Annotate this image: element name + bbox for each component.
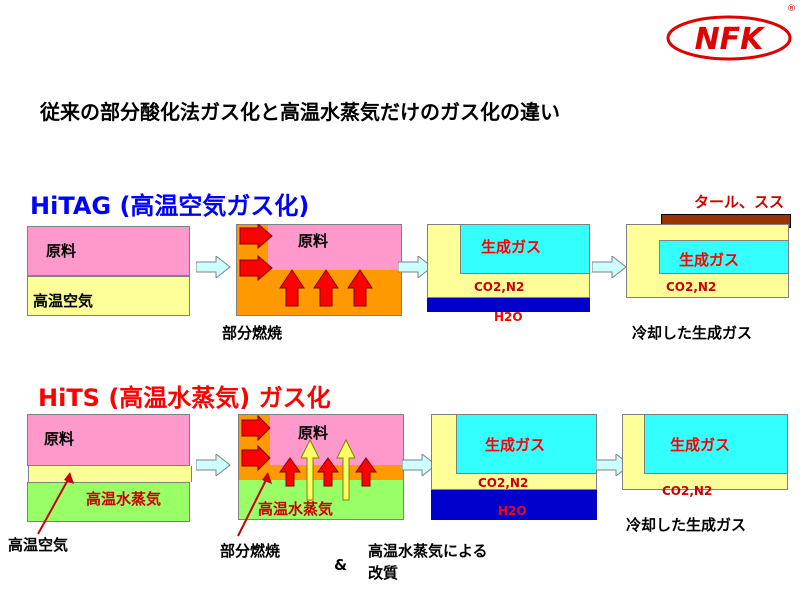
hits-steam-arrow-up-2 — [336, 438, 356, 501]
hits-flame-arrow-up-3 — [355, 457, 377, 487]
hits-gas-box — [456, 414, 597, 474]
hits-h2o-label: H2O — [498, 504, 527, 518]
hitag-h2o-label: H2O — [494, 310, 523, 324]
hits-steam-arrow-up-1 — [300, 438, 320, 501]
hitag-flame-arrow-up-3 — [347, 269, 373, 307]
hitag-partial-combustion-label: 部分燃焼 — [222, 324, 283, 342]
hits-flame-arrow-right-1 — [241, 414, 271, 442]
hits-flow-arrow-1 — [196, 454, 231, 476]
hits-raw-box — [27, 414, 190, 466]
hitag-cooled-co2n2-label: CO2,N2 — [666, 280, 717, 294]
hitag-co2n2-label: CO2,N2 — [474, 280, 525, 294]
hits-air-pointer — [37, 472, 74, 535]
nfk-logo: NFK ® — [666, 4, 796, 62]
hits-reactor-steam-label: 高温水蒸気 — [258, 500, 334, 518]
hitag-reactor-raw — [268, 225, 401, 270]
hits-reactor-steam — [239, 480, 403, 519]
hits-combustion-pointer — [237, 472, 272, 537]
hits-partial-combustion-label: 部分燃焼 — [220, 542, 281, 560]
hits-steam-label: 高温水蒸気 — [86, 490, 162, 508]
hits-cooled-gas-box — [644, 414, 788, 474]
hits-co2n2-label: CO2,N2 — [478, 476, 529, 490]
hits-gas-label: 生成ガス — [485, 436, 546, 454]
page-title: 従来の部分酸化法ガス化と高温水蒸気だけのガス化の違い — [40, 100, 560, 124]
hitag-cooled-gas-label: 生成ガス — [679, 251, 740, 269]
hitag-flow-arrow-2 — [398, 256, 433, 278]
hits-reforming-line1: 高温水蒸気による — [368, 542, 488, 560]
hitag-gas-label: 生成ガス — [481, 238, 542, 256]
hitag-cooled-gas-box — [659, 240, 789, 274]
hits-cooled-gas-label: 生成ガス — [670, 436, 731, 454]
hitag-air-box — [27, 276, 190, 316]
hits-h2o-layer — [431, 490, 597, 520]
hits-heading: HiTS (高温水蒸気) ガス化 — [38, 384, 331, 412]
hitag-flame-arrow-up-1 — [279, 269, 305, 307]
hits-cooled-gas-caption: 冷却した生成ガス — [626, 516, 747, 534]
hitag-flame-arrow-up-2 — [313, 269, 339, 307]
hits-air-label: 高温空気 — [8, 536, 69, 554]
hitag-raw-label: 原料 — [46, 242, 77, 260]
hits-reaction-arrows — [241, 414, 377, 501]
hitag-flow-arrow-3 — [592, 256, 627, 278]
hitag-combustion-arrows — [239, 224, 373, 307]
hitag-raw-box — [27, 226, 190, 276]
hitag-gas-box — [460, 224, 590, 274]
hits-flame-arrow-right-2 — [241, 444, 271, 472]
logo-text: NFK — [695, 22, 767, 57]
hits-steam-box — [27, 482, 190, 522]
logo-ellipse-icon: NFK — [666, 15, 792, 61]
hits-reforming-line2: 改質 — [368, 564, 399, 582]
hitag-flow-arrow-1 — [196, 256, 231, 278]
hits-reactor-raw — [270, 415, 403, 465]
hits-flame-arrow-up-1 — [279, 457, 301, 487]
hits-reactor-raw-label: 原料 — [298, 424, 329, 442]
registered-mark: ® — [787, 4, 796, 14]
hitag-h2o-layer — [427, 298, 590, 312]
hitag-flame-arrow-right-2 — [239, 254, 273, 282]
hitag-heading: HiTAG (高温空気ガス化) — [30, 192, 310, 220]
hitag-cooled-gas-caption: 冷却した生成ガス — [632, 324, 753, 342]
hitag-tar-label: タール、スス — [694, 193, 785, 211]
hits-flame-arrow-up-2 — [317, 457, 339, 487]
hits-cooled-co2n2-label: CO2,N2 — [662, 484, 713, 498]
hitag-air-label: 高温空気 — [33, 292, 94, 310]
hitag-flame-arrow-right-1 — [239, 224, 273, 250]
hits-ampersand: & — [334, 556, 348, 574]
hits-raw-label: 原料 — [44, 430, 75, 448]
hits-flow-arrow-2 — [402, 454, 437, 476]
hitag-reactor-raw-label: 原料 — [298, 232, 329, 250]
